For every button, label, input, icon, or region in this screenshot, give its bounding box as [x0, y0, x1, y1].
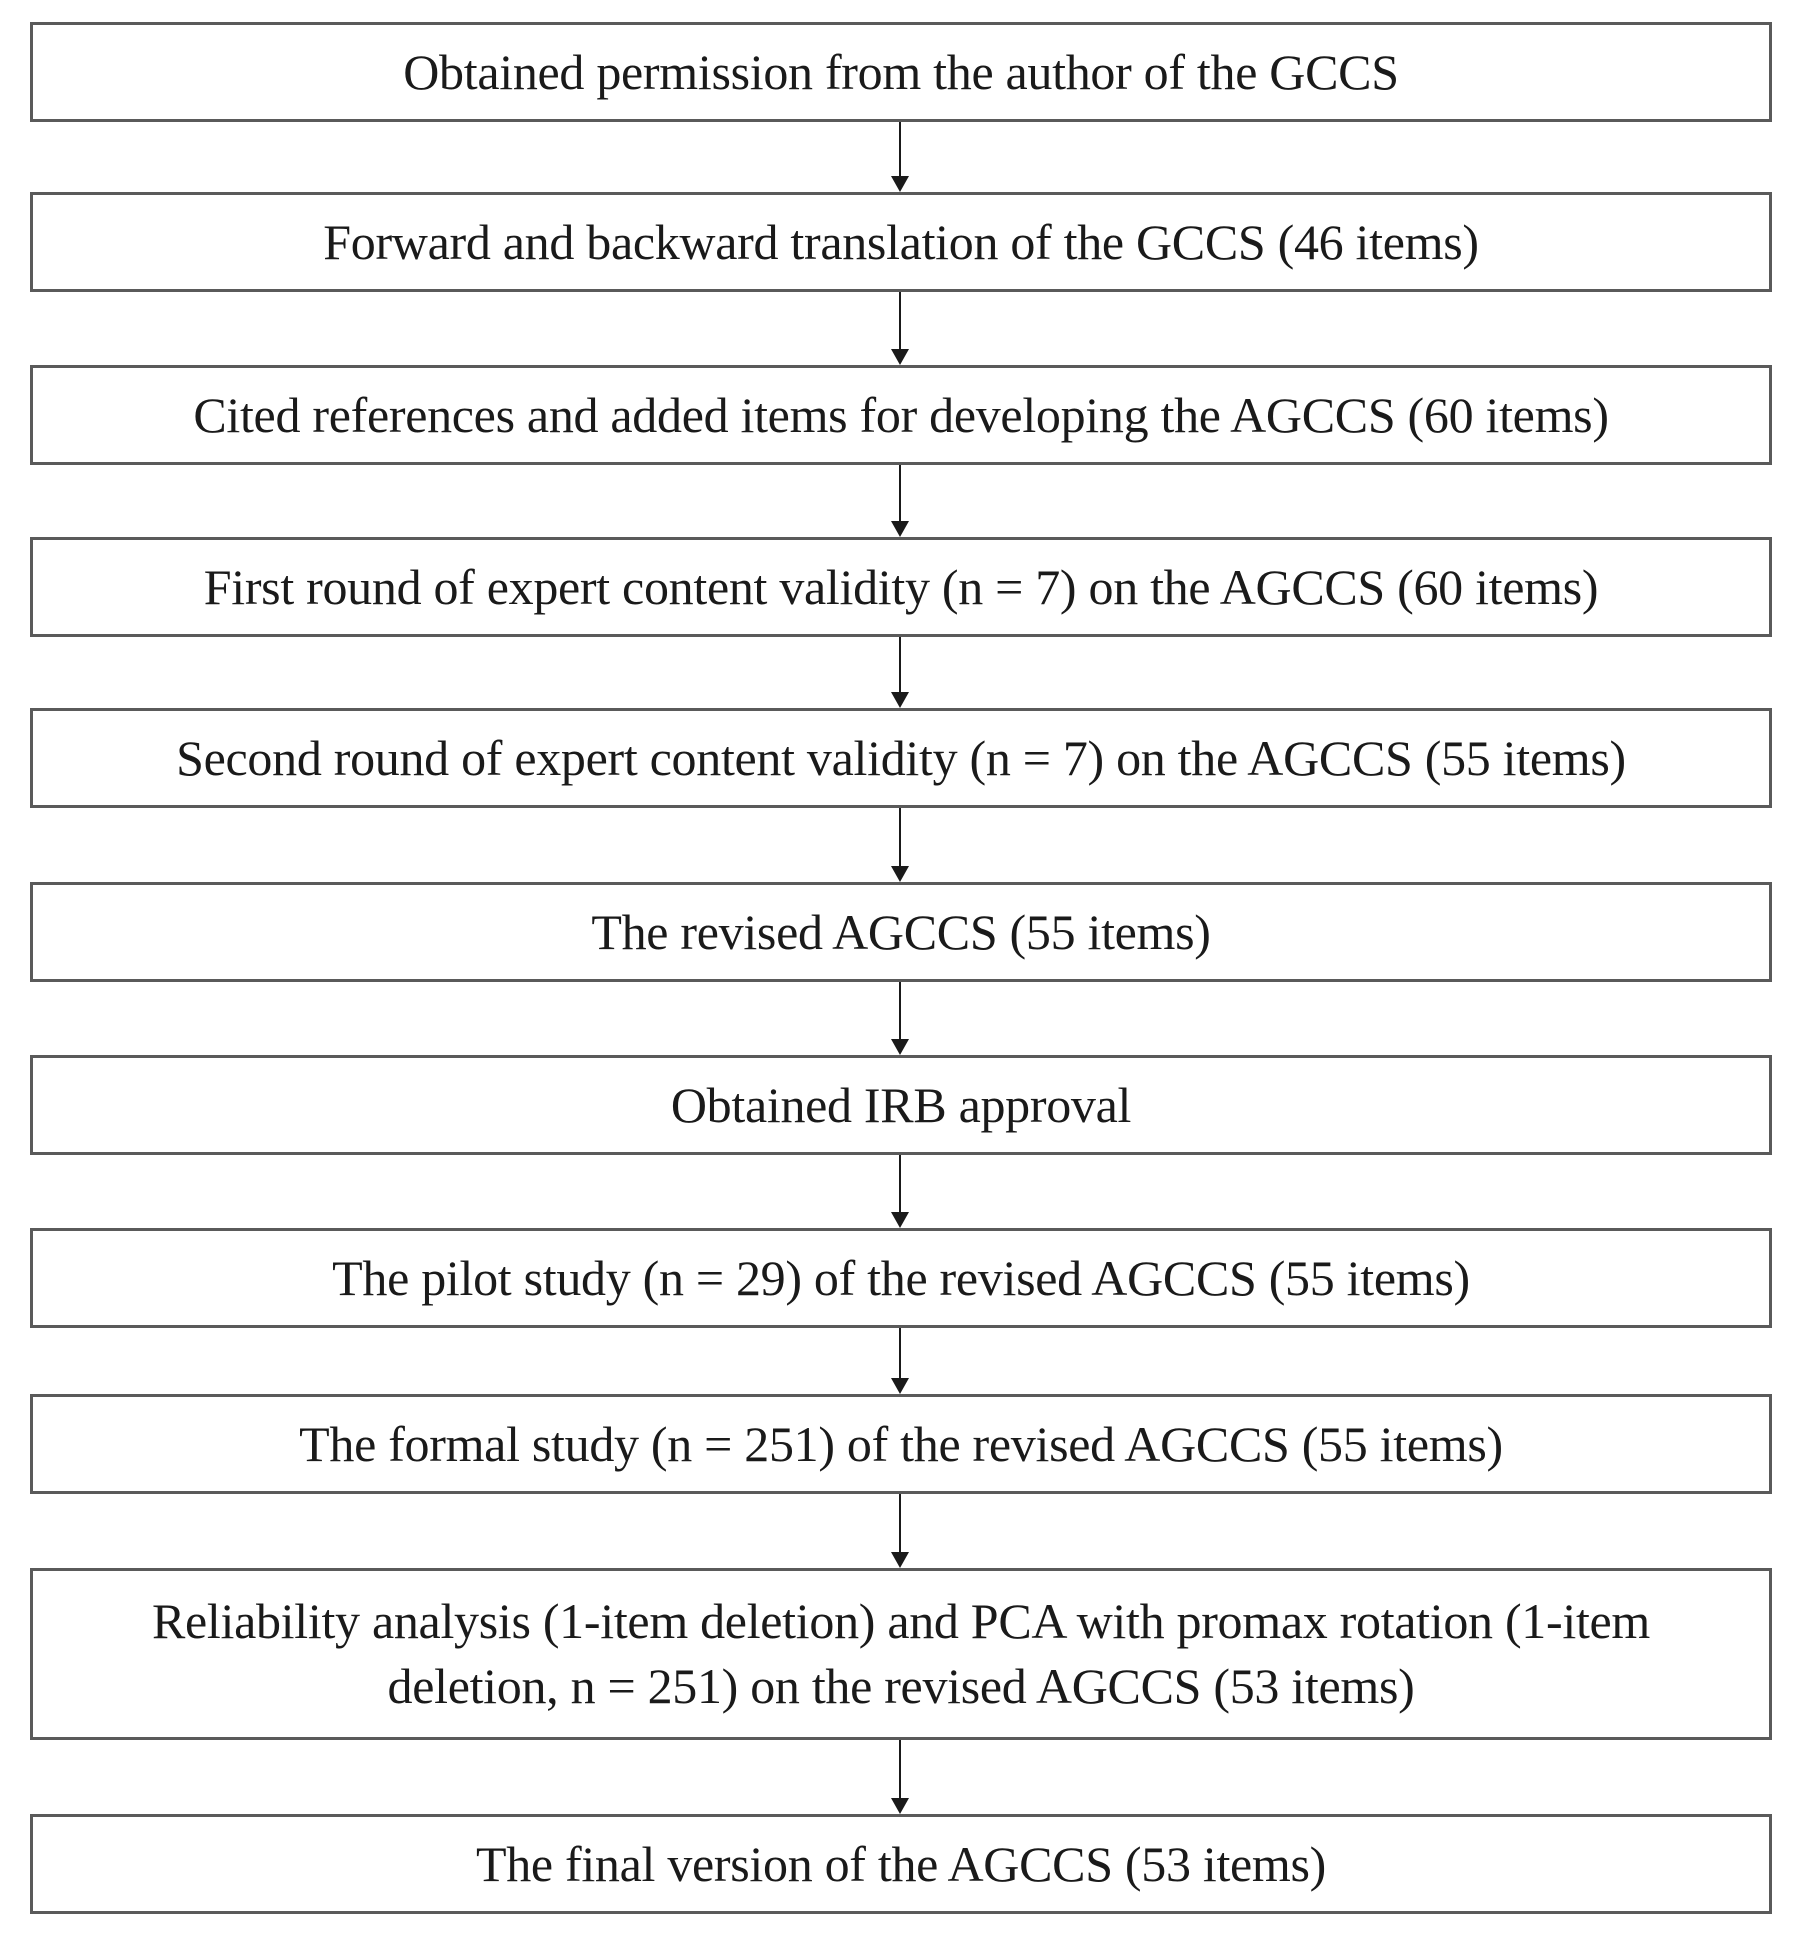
arrow-connector [891, 1494, 909, 1568]
step-develop-agccs: Cited references and added items for dev… [30, 365, 1772, 465]
arrowhead-icon [891, 1552, 909, 1568]
arrowhead-icon [891, 692, 909, 708]
step-first-expert-round: First round of expert content validity (… [30, 537, 1772, 637]
arrowhead-icon [891, 1039, 909, 1055]
step-label: The final version of the AGCCS (53 items… [475, 1835, 1327, 1892]
step-formal-study: The formal study (n = 251) of the revise… [30, 1394, 1772, 1494]
step-irb-approval: Obtained IRB approval [30, 1055, 1772, 1155]
step-pilot-study: The pilot study (n = 29) of the revised … [30, 1228, 1772, 1328]
arrowhead-icon [891, 1798, 909, 1814]
step-label: Reliability analysis (1-item deletion) a… [151, 1593, 1651, 1714]
arrowhead-icon [891, 176, 909, 192]
step-translation: Forward and backward translation of the … [30, 192, 1772, 292]
step-label: Obtained IRB approval [670, 1076, 1132, 1133]
arrowhead-icon [891, 521, 909, 537]
arrowhead-icon [891, 866, 909, 882]
step-label: The formal study (n = 251) of the revise… [299, 1415, 1503, 1472]
arrowhead-icon [891, 1212, 909, 1228]
step-final-version: The final version of the AGCCS (53 items… [30, 1814, 1772, 1914]
step-label: The revised AGCCS (55 items) [591, 903, 1211, 960]
arrowhead-icon [891, 1378, 909, 1394]
step-reliability-pca: Reliability analysis (1-item deletion) a… [30, 1568, 1772, 1740]
step-label: Forward and backward translation of the … [323, 213, 1479, 270]
arrow-connector [891, 808, 909, 882]
arrow-connector [891, 465, 909, 537]
step-label: Cited references and added items for dev… [193, 386, 1609, 443]
arrow-connector [891, 1740, 909, 1814]
arrow-connector [891, 637, 909, 708]
arrow-connector [891, 122, 909, 192]
step-label: Obtained permission from the author of t… [403, 43, 1399, 100]
arrowhead-icon [891, 349, 909, 365]
step-revised-agccs: The revised AGCCS (55 items) [30, 882, 1772, 982]
arrow-connector [891, 982, 909, 1055]
step-label: The pilot study (n = 29) of the revised … [332, 1249, 1470, 1306]
arrow-connector [891, 292, 909, 365]
step-second-expert-round: Second round of expert content validity … [30, 708, 1772, 808]
arrow-connector [891, 1155, 909, 1228]
step-obtain-permission: Obtained permission from the author of t… [30, 22, 1772, 122]
arrow-connector [891, 1328, 909, 1394]
step-label: First round of expert content validity (… [203, 558, 1599, 615]
step-label: Second round of expert content validity … [176, 729, 1626, 786]
